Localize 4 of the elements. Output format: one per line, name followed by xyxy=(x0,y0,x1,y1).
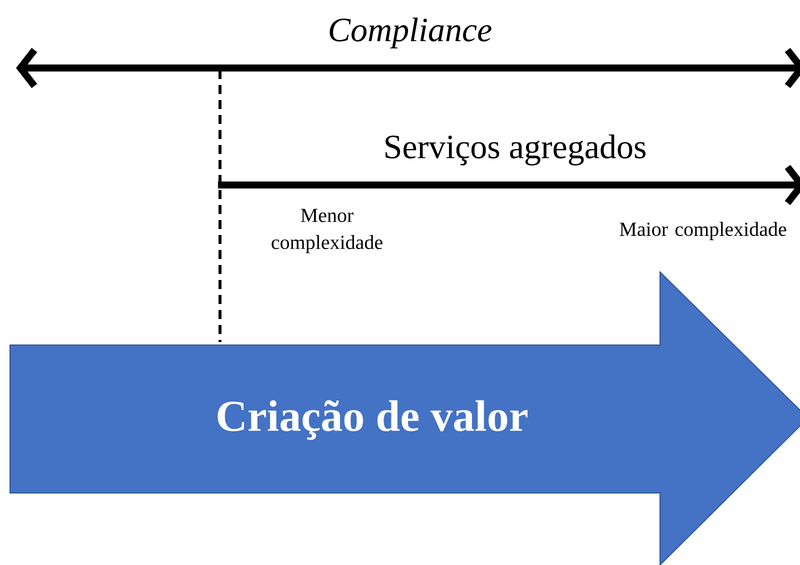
range-label: Menor complexidade xyxy=(272,208,382,254)
range-label: Maior complexidade xyxy=(620,222,786,240)
axis-label: Serviços agregados xyxy=(386,134,646,166)
axis-label: Compliance xyxy=(330,18,492,48)
